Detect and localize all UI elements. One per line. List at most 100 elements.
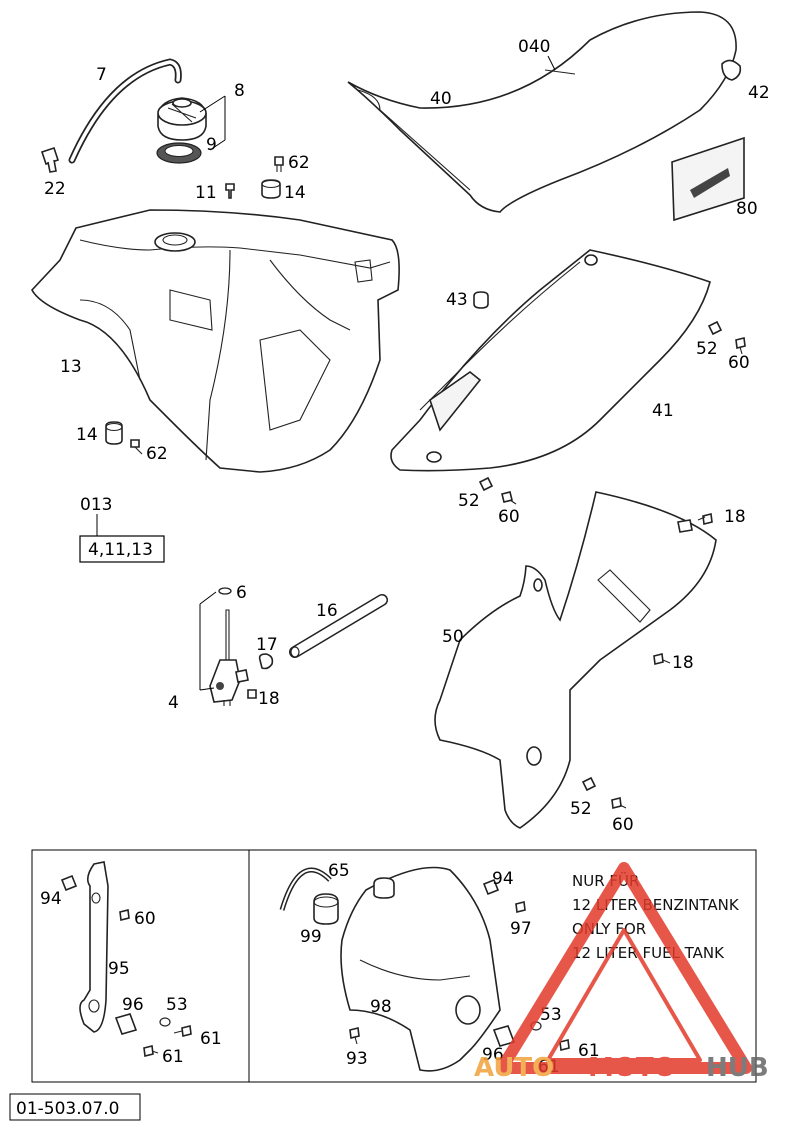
callout-60-a: 60	[728, 353, 750, 373]
part-61-screw-right	[559, 1039, 570, 1051]
part-43-rubber	[473, 291, 489, 309]
part-17-clamp	[258, 653, 274, 670]
callout-11: 11	[195, 183, 217, 203]
kit-contents: 4,11,13	[88, 540, 153, 560]
part-98-fuel-tank-12l	[340, 866, 501, 1072]
drawing-number-box: 01-503.07.0	[9, 1093, 141, 1121]
part-9-cap-seal	[156, 142, 202, 164]
callout-040: 040	[518, 37, 550, 57]
callout-60-b: 60	[498, 507, 520, 527]
part-93-screw	[349, 1027, 360, 1045]
callout-52-b: 52	[458, 491, 480, 511]
callout-18-a: 18	[258, 689, 280, 709]
part-16-hose	[289, 594, 388, 658]
callout-97: 97	[510, 919, 532, 939]
part-4-fuel-tap	[209, 609, 249, 706]
callout-61-left-a: 61	[200, 1029, 222, 1049]
part-62-screw-top	[274, 156, 284, 172]
part-18-screw-tap	[247, 689, 257, 699]
part-62-screw-left	[130, 439, 143, 455]
callout-4: 4	[168, 693, 179, 713]
callout-80: 80	[736, 199, 758, 219]
part-11-screw	[225, 183, 235, 199]
callout-13: 13	[60, 357, 82, 377]
callout-8: 8	[234, 81, 245, 101]
callout-53-right: 53	[540, 1005, 562, 1025]
watermark-auto: AUTO	[474, 1053, 554, 1083]
callout-61-right-a: 61	[578, 1041, 600, 1061]
callout-6: 6	[236, 583, 247, 603]
callout-013: 013	[80, 495, 112, 515]
callout-41: 41	[652, 401, 674, 421]
callout-9: 9	[206, 135, 217, 155]
part-99-cap	[313, 893, 339, 925]
callout-17: 17	[256, 635, 278, 655]
callout-99: 99	[300, 927, 322, 947]
callout-61-left-b: 61	[162, 1047, 184, 1067]
part-52-nut-c	[581, 776, 597, 792]
part-61-screw-left-a	[173, 1025, 192, 1037]
callout-14-left: 14	[76, 425, 98, 445]
part-60-screw-d	[119, 909, 130, 921]
warning-triangle-icon	[496, 862, 752, 1074]
part-14-rubber-top	[261, 179, 281, 199]
part-65-hose	[279, 867, 332, 911]
part-52-nut-b	[478, 476, 494, 492]
part-60-screw-c	[611, 797, 627, 809]
watermark-hub: HUB	[706, 1053, 769, 1083]
callout-16: 16	[316, 601, 338, 621]
part-18-screw-c	[653, 653, 671, 665]
part-95-bracket	[79, 861, 109, 1033]
callout-94-left: 94	[40, 889, 62, 909]
callout-60-c: 60	[612, 815, 634, 835]
callout-7: 7	[96, 65, 107, 85]
part-40-seat	[347, 11, 742, 213]
part-14-rubber-left	[105, 421, 123, 445]
part-18-screw-b	[697, 513, 713, 525]
callout-14-top: 14	[284, 183, 306, 203]
part-80-ktm-decal	[671, 136, 745, 222]
part-60-screw-b	[501, 491, 517, 505]
part-6-o-ring	[218, 587, 232, 595]
callout-52-c: 52	[570, 799, 592, 819]
callout-53-left: 53	[166, 995, 188, 1015]
part-96-nut-left	[114, 1013, 138, 1035]
callout-94-right: 94	[492, 869, 514, 889]
part-60-screw-a	[735, 337, 746, 355]
callout-43: 43	[446, 290, 468, 310]
callout-65: 65	[328, 861, 350, 881]
part-13-fuel-tank	[31, 209, 400, 473]
part-61-screw-left-b	[143, 1045, 159, 1057]
callout-18-b: 18	[724, 507, 746, 527]
part-7-breather-hose	[68, 58, 182, 164]
part-41-side-panel	[390, 249, 711, 472]
note-line-2: 12 LITER BENZINTANK	[572, 896, 740, 914]
part-50-side-panel	[434, 491, 717, 829]
callout-52-a: 52	[696, 339, 718, 359]
callout-40: 40	[430, 89, 452, 109]
callout-93: 93	[346, 1049, 368, 1069]
part-94-rubber-right	[482, 878, 500, 896]
callout-60-d: 60	[134, 909, 156, 929]
leader-lines	[199, 55, 556, 691]
callout-62-left: 62	[146, 444, 168, 464]
callout-96-right: 96	[482, 1045, 504, 1065]
part-97-screw	[515, 901, 526, 913]
part-52-nut-a	[707, 320, 723, 336]
callout-96-left: 96	[122, 995, 144, 1015]
note-line-4: 12 LITER FUEL TANK	[572, 944, 725, 962]
part-22-fitting	[40, 146, 60, 173]
option-frame	[31, 849, 757, 1083]
watermark-moto: MOTO	[588, 1053, 676, 1083]
part-94-rubber-left	[60, 874, 78, 892]
drawing-number: 01-503.07.0	[16, 1099, 119, 1119]
callout-18-c: 18	[672, 653, 694, 673]
kit-box	[79, 514, 165, 563]
automotohub-watermark: AUTO MOTO HUB	[474, 862, 769, 1083]
callout-42: 42	[748, 83, 770, 103]
part-53-washer-left	[159, 1017, 171, 1027]
callout-98: 98	[370, 997, 392, 1017]
callout-62-top: 62	[288, 153, 310, 173]
callout-95: 95	[108, 959, 130, 979]
